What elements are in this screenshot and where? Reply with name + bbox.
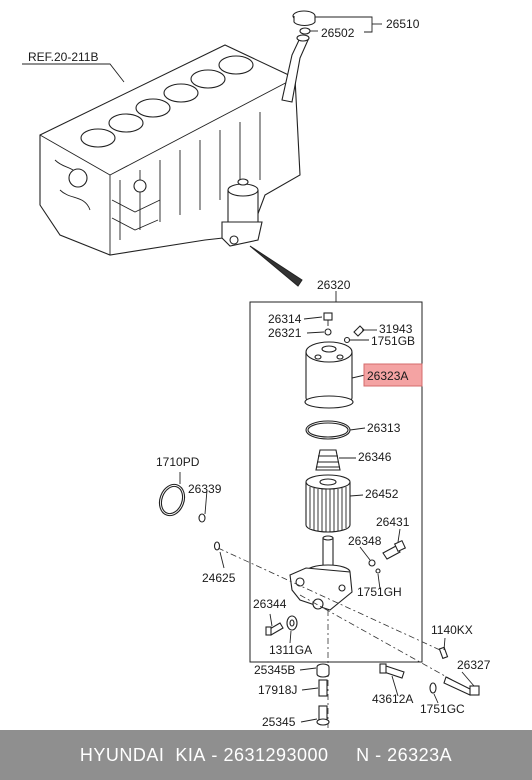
label-24625: 24625 [202,571,236,585]
label-26321: 26321 [268,326,302,340]
part-labels: 26510 26502 REF.20-211B 26320 26314 2632… [28,17,491,729]
footer-make: KIA [175,744,206,765]
label-26510: 26510 [386,17,420,31]
label-1751GB: 1751GB [371,334,415,348]
label-26323A: 26323A [367,369,408,383]
part-26323A-drawing [304,341,354,409]
part-26346-drawing [315,449,341,471]
label-1140KX: 1140KX [431,623,473,637]
label-1710PD: 1710PD [156,455,200,469]
label-17918J: 17918J [258,683,297,697]
label-31943: 31943 [379,322,413,336]
part-25345B-drawing [316,663,330,678]
label-43612A: 43612A [372,692,413,706]
part-26431-drawing [382,539,407,560]
label-1751GH: 1751GH [357,585,402,599]
part-26344-drawing [265,622,284,636]
label-ref: REF.20-211B [28,50,98,64]
part-26452-drawing [305,474,351,533]
label-26339: 26339 [188,482,222,496]
part-1751GC-drawing [429,682,437,694]
part-1311GA-drawing [286,615,298,631]
footer-brand: HYUNDAI [79,744,165,765]
part-17918J-drawing [318,679,328,697]
label-26344: 26344 [253,597,287,611]
part-26348-drawing [368,559,376,567]
label-26327: 26327 [457,658,491,672]
label-26346: 26346 [358,450,392,464]
part-26339-drawing [198,513,206,523]
label-26502: 26502 [321,26,355,40]
footer-n-prefix: N [356,744,370,765]
part-26313-drawing [305,420,351,440]
detail-pointer [249,245,303,287]
part-25345-drawing [316,705,330,726]
label-26431: 26431 [376,515,410,529]
label-26314: 26314 [268,312,302,326]
part-26321-drawing [324,328,332,336]
filter-base-drawing [289,535,353,611]
label-25345: 25345 [262,715,296,729]
label-26313: 26313 [367,421,401,435]
label-1311GA: 1311GA [269,643,312,657]
part-info-footer: HYUNDAI KIA - 2631293000 N - 26323A [0,730,532,780]
part-26327-drawing [443,676,480,696]
part-1710PD-drawing [158,483,186,517]
leader-lines [22,16,475,723]
part-43612A-drawing [379,663,405,679]
label-25345B: 25345B [254,663,295,677]
part-1140KX-drawing [438,646,449,660]
label-26320: 26320 [317,278,351,292]
footer-n-value: 26323A [387,744,453,765]
highlight-26323A [363,363,423,387]
mounted-oil-filter-drawing [221,178,263,247]
footer-part-number: 2631293000 [223,744,329,765]
exploded-parts-diagram: 26510 26502 REF.20-211B 26320 26314 2632… [22,10,491,729]
label-1751GC: 1751GC [420,702,465,716]
oil-filler-tube-drawing [281,10,316,103]
label-26348: 26348 [348,534,382,548]
cylinder-bores [80,55,254,148]
label-26452: 26452 [365,487,399,501]
part-24625-drawing [213,541,221,551]
part-26314-drawing [323,312,333,326]
footer-separator: - [211,744,218,765]
